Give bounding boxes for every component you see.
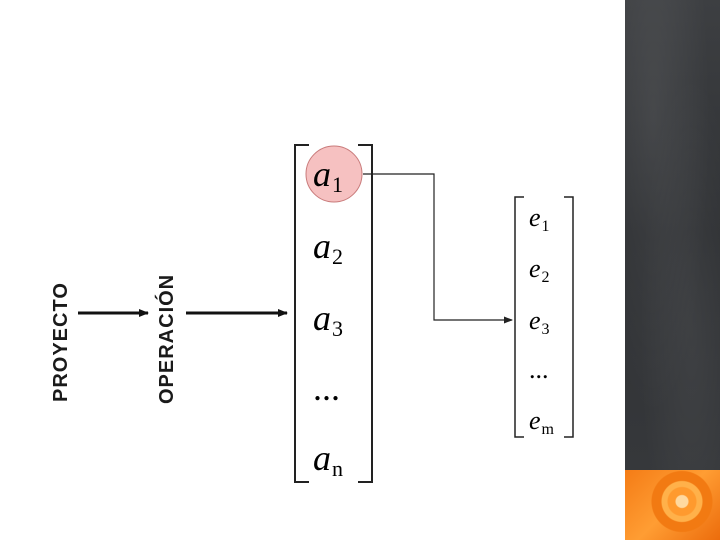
vector-e-entry-3: e3 (529, 306, 550, 338)
vector-a-ellipsis: ... (313, 368, 340, 408)
vector-a-entry-1: a1 (313, 154, 343, 197)
vector-e-entry-2: e2 (529, 254, 550, 286)
vector-a-entry-2: a2 (313, 226, 343, 269)
highlight-circle (305, 145, 363, 203)
decorative-side-panel (625, 0, 720, 470)
vector-a-entry-3: a3 (313, 298, 343, 341)
bracket-right-e (564, 196, 574, 438)
slide (0, 0, 625, 540)
vector-e-ellipsis: ... (529, 355, 549, 384)
vector-e-entry-1: e1 (529, 203, 550, 235)
vector-a-entry-n: an (313, 438, 343, 481)
bracket-right-a (358, 144, 373, 483)
connector-a1-to-e (363, 173, 513, 324)
bracket-left-a (294, 144, 309, 483)
decorative-orange-block (625, 470, 720, 540)
bracket-left-e (514, 196, 524, 438)
diagram-graphics (78, 144, 574, 483)
vector-e-entry-m: em (529, 406, 554, 438)
